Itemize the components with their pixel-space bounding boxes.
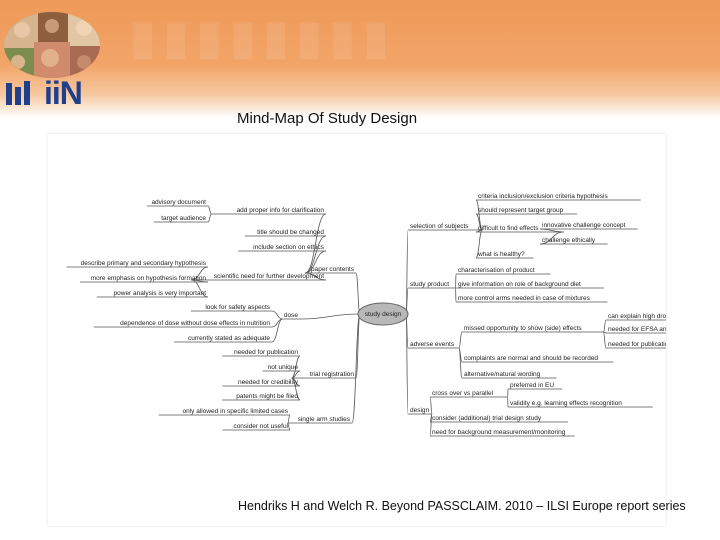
paper-label: paper contents: [311, 266, 355, 273]
reg_2-label: not unique: [268, 364, 299, 371]
selection-label: selection of subjects: [410, 223, 469, 230]
prod_1-label: characterisation of product: [458, 267, 535, 274]
pap_4b-label: more emphasis on hypothesis formation: [91, 275, 207, 282]
adverse-label: adverse events: [410, 341, 455, 348]
sel_3a-connector: [539, 228, 564, 233]
design-label: design: [410, 407, 430, 414]
slide-title: Mind-Map Of Study Design: [237, 110, 418, 127]
des_2-label: consider (additional) trial design study: [432, 415, 542, 422]
product-label: study product: [410, 281, 449, 288]
central-node-label: study design: [365, 311, 402, 318]
des_1a-label: preferred in EU: [510, 382, 554, 389]
sgl_2-connector: [287, 422, 291, 431]
sgl_2-label: consider not useful: [233, 423, 288, 430]
reg_4-label: patents might be filed: [236, 393, 298, 400]
sel_4-connector: [475, 229, 483, 259]
dose-connector: [299, 313, 361, 320]
adv_1-label: missed opportunity to show (side) effect…: [464, 325, 582, 332]
paper-connector: [355, 272, 361, 315]
dose_3-label: currently stated as adequate: [188, 335, 270, 342]
pap_1-connector: [304, 213, 327, 274]
adv_1a-connector: [602, 319, 607, 333]
reg_1-label: needed for publication: [234, 349, 298, 356]
logo-photo-collage: [4, 12, 100, 78]
dose_2-label: dependence of dose without dose effects …: [120, 320, 270, 327]
pap_4-connector: [305, 272, 327, 281]
pap_2-connector: [304, 235, 327, 274]
pap_3-connector: [305, 250, 327, 274]
sel_3-label: difficult to find effects: [478, 225, 539, 232]
dose-label: dose: [284, 312, 298, 319]
mind-map-panel: selection of subjects criteria inclusion/…: [48, 134, 666, 526]
mind-map-diagram: selection of subjects criteria inclusion/…: [66, 193, 666, 437]
sel_3a-label: innovative challenge concept: [542, 222, 626, 229]
pap_4a-connector: [191, 266, 209, 281]
iin-logo: iiN: [44, 75, 83, 111]
registration-label: trial registration: [310, 371, 355, 378]
header-banner: ▮▮▮▮▮▮▮▮: [0, 0, 720, 118]
banner-ghost-pattern: ▮▮▮▮▮▮▮▮: [130, 11, 397, 63]
pap_4a-label: describe primary and secondary hypothesi…: [81, 260, 207, 267]
pap_1a-connector: [207, 205, 212, 215]
pap_3-label: include section on ethics: [253, 244, 325, 251]
pap_1a-label: advisory document: [151, 199, 206, 206]
dose_3-connector: [271, 318, 283, 343]
pap_4c-label: power analysis is very important: [114, 290, 207, 297]
adv_1a-label: can explain high drop-out: [608, 313, 666, 320]
des_1b-label: validity e.g. learning effects recogniti…: [510, 400, 622, 407]
reg_3-label: needed for credibility: [238, 379, 299, 386]
sel_4-label: what is healthy?: [477, 251, 525, 258]
pap_4c-connector: [191, 279, 209, 298]
adv_3-label: alternative/natural wording: [464, 371, 541, 378]
reg_4-connector: [291, 377, 301, 401]
des_1-label: cross over vs parallel: [432, 390, 494, 397]
pap_4-label: scientific need for further development: [214, 273, 324, 280]
des_3-connector: [429, 413, 433, 437]
source-caption: Hendriks H and Welch R. Beyond PASSCLAIM…: [238, 499, 686, 513]
central-node: [357, 302, 409, 326]
adv_3-connector: [458, 347, 463, 379]
des_3-label: need for background measurement/monitori…: [432, 429, 566, 436]
adv_1c-connector: [602, 331, 607, 349]
sel_2-label: should represent target group: [478, 207, 564, 214]
adv_1c-label: needed for publication: [608, 341, 666, 348]
pap_1b-connector: [207, 213, 212, 223]
adv_1-connector: [458, 331, 463, 349]
sgl_1-connector: [287, 414, 291, 424]
dose_1-label: look for safety aspects: [205, 304, 270, 311]
pap_1-label: add proper info for clarification: [237, 207, 325, 214]
dose_1-connector: [271, 310, 283, 320]
sgl_1-label: only allowed in specific limited cases: [183, 408, 289, 415]
sel_1-label: criteria inclusion/exclusion criteria hy…: [478, 193, 608, 200]
reg_1-connector: [291, 355, 301, 379]
sel_3-connector: [475, 229, 483, 233]
prod_2-label: give information on role of background d…: [458, 281, 581, 288]
pap_1b-label: target audience: [161, 215, 206, 222]
adv_2-label: complaints are normal and should be reco…: [464, 355, 598, 362]
pap_2-label: title should be changed: [257, 229, 324, 236]
sel_3b-label: challenge ethically: [542, 237, 596, 244]
adv_1b-label: needed for EFSA and ethics: [608, 326, 666, 333]
sel_2-connector: [475, 213, 483, 231]
sel_3b-connector: [539, 231, 564, 245]
logo-bars-icon: [6, 81, 30, 105]
single-label: single arm studies: [298, 416, 351, 423]
des_1-connector: [429, 396, 433, 415]
prod_3-label: more control arms needed in case of mixt…: [458, 295, 591, 302]
